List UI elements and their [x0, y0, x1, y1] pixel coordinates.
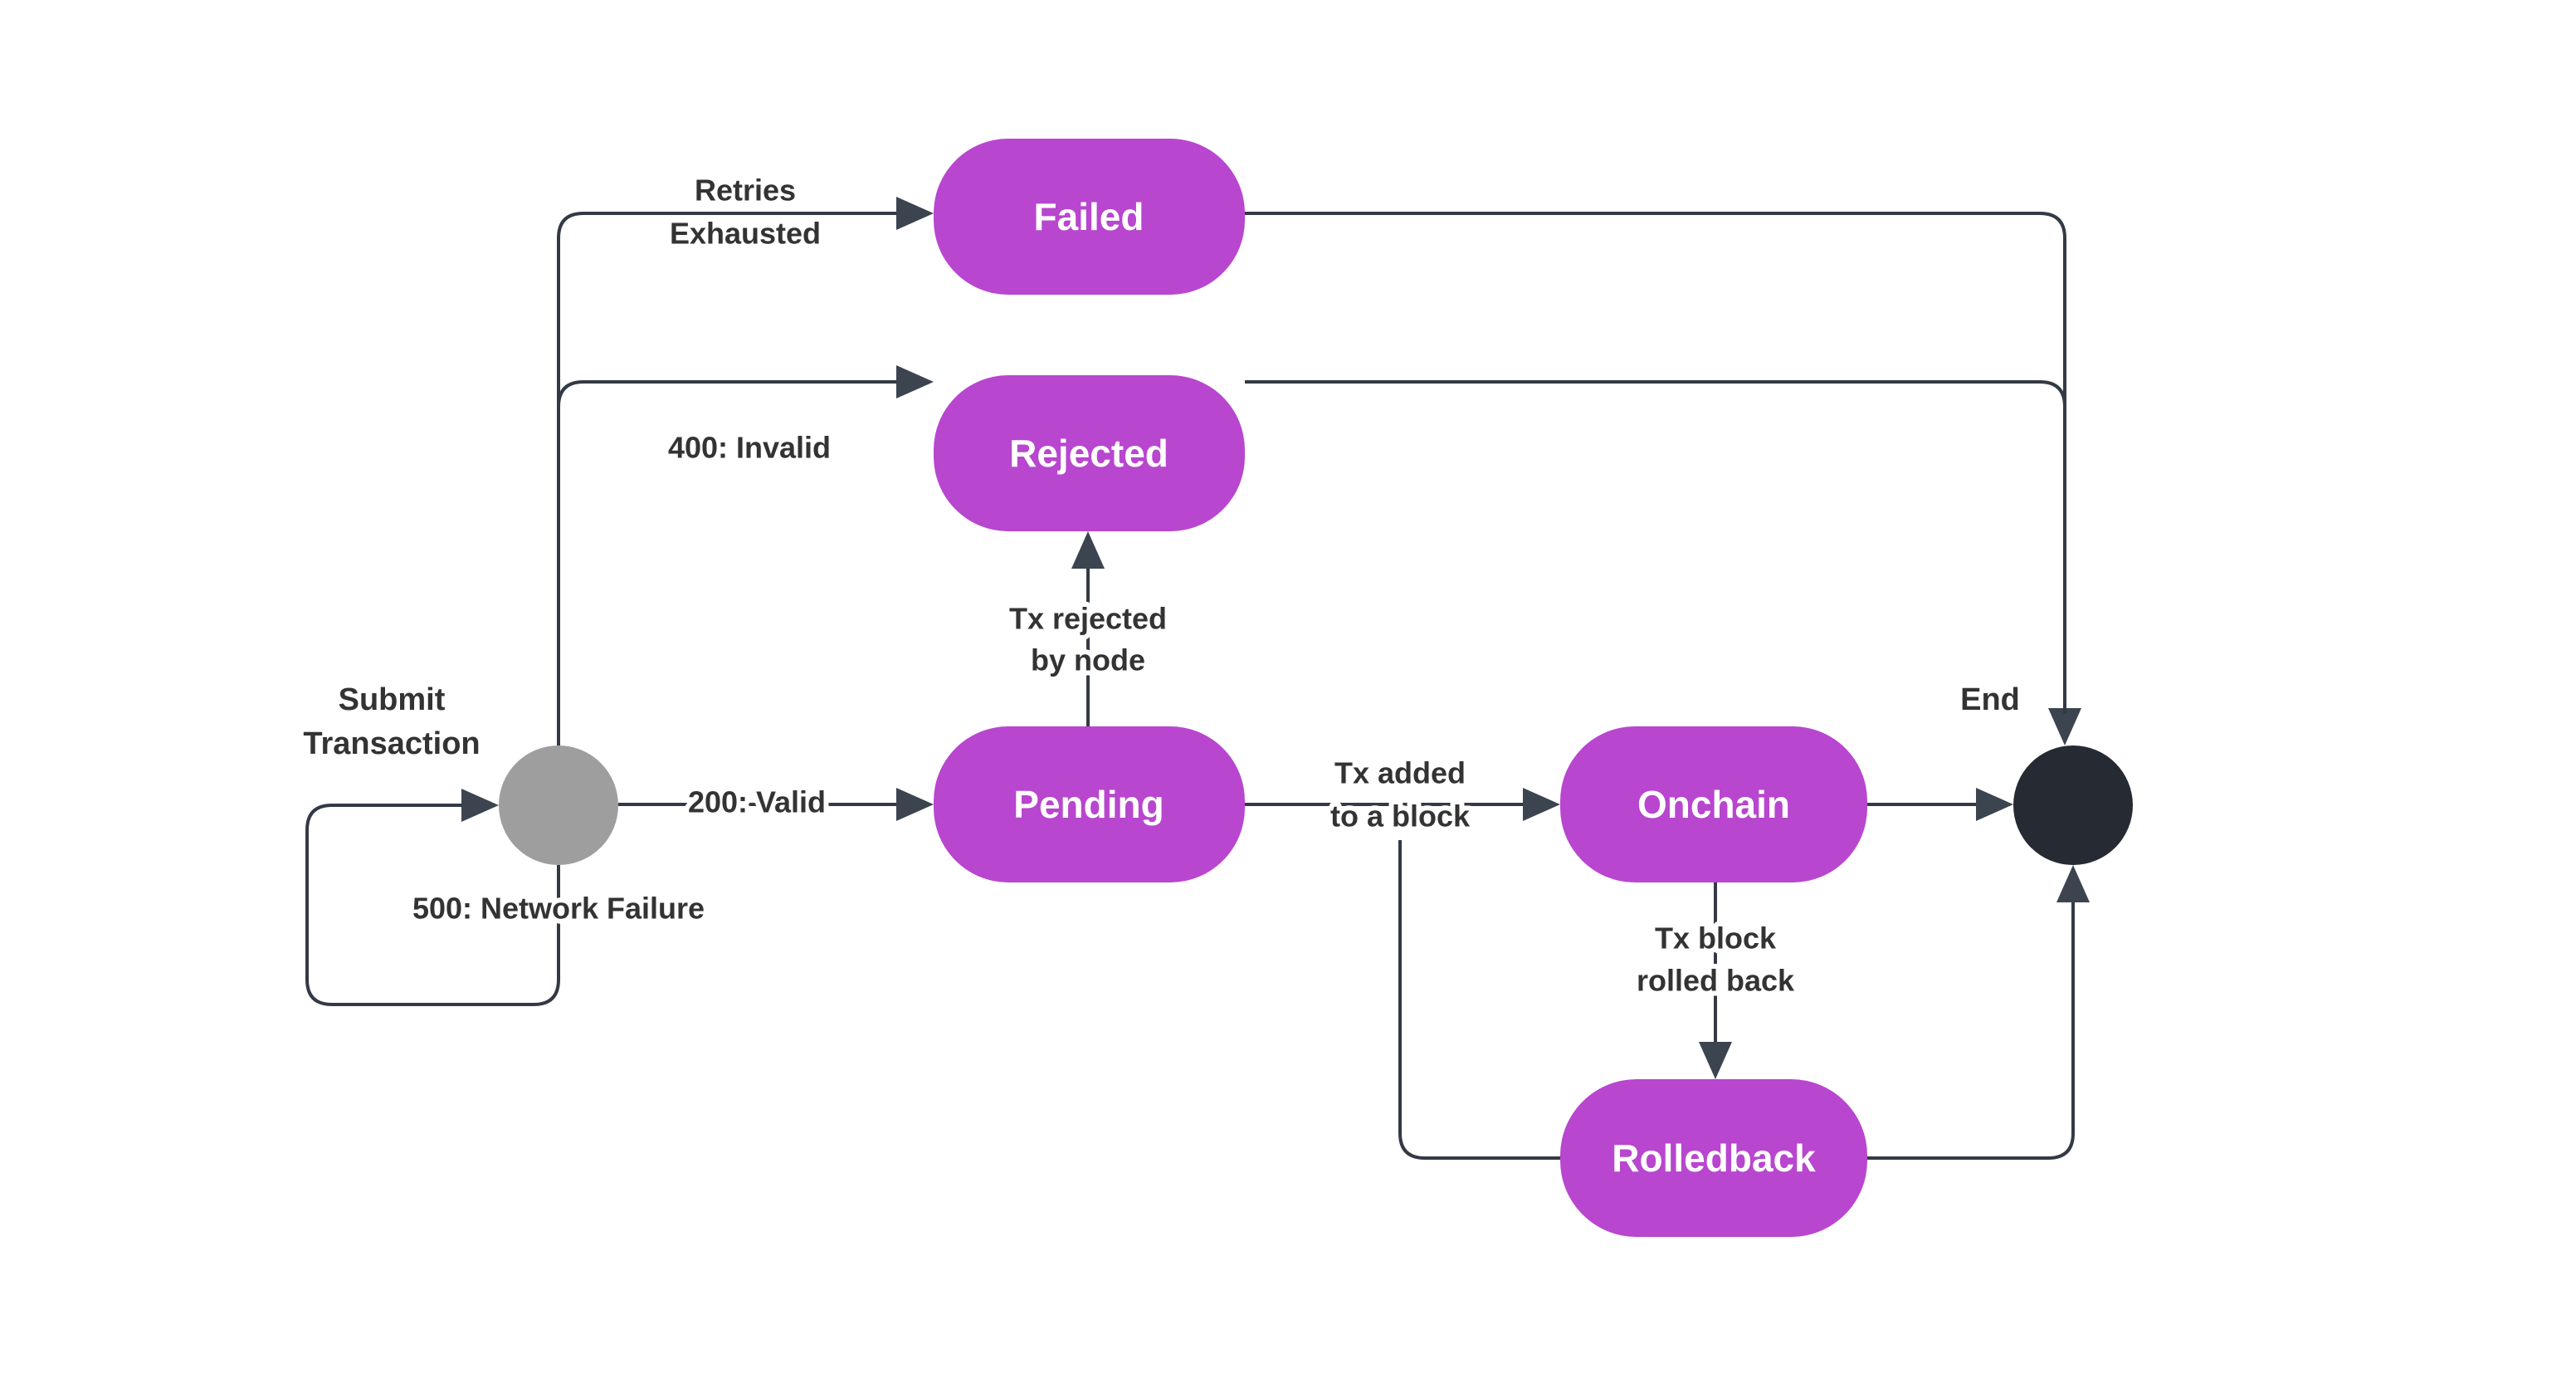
edge-start-self-loop[interactable] — [305, 789, 560, 1006]
edge-pending-to-rejected[interactable] — [1071, 531, 1105, 726]
failed-node-label: Failed — [1034, 195, 1144, 238]
node-rolledback[interactable]: Rolledback — [1560, 1079, 1867, 1237]
edges-layer — [305, 197, 2090, 1160]
edge-label-400-invalid: 400: Invalid — [668, 431, 831, 465]
start-caption-line2: Transaction — [303, 726, 480, 761]
nodes-layer: Failed Rejected Pending Onchain Rolledba… — [499, 139, 2133, 1237]
pending-node-label: Pending — [1013, 783, 1164, 826]
end-node-circle[interactable] — [2013, 745, 2133, 865]
node-pending[interactable]: Pending — [934, 726, 1245, 882]
start-node-circle[interactable] — [499, 745, 618, 865]
edge-rolledback-to-end[interactable] — [1867, 865, 2090, 1160]
edge-pending-to-rolledback[interactable] — [1398, 840, 1560, 1160]
edge-path-pending-to-rolledback — [1398, 840, 1560, 1160]
arrowhead-start-loop — [461, 789, 499, 822]
tx-added-line1: Tx added — [1334, 756, 1466, 790]
edge-label-tx-block-rolled-back: Tx block rolled back — [1632, 916, 1800, 1003]
edge-start-to-rejected[interactable] — [557, 365, 934, 745]
start-caption-line1: Submit — [339, 682, 446, 717]
edge-path-start-to-failed — [557, 212, 909, 745]
retries-exhausted-line2: Exhausted — [670, 217, 821, 251]
edge-label-retries-exhausted: Retries Exhausted — [665, 169, 826, 256]
rolledback-node-shape[interactable] — [1560, 1079, 1867, 1237]
edge-label-500-network-failure: 500: Network Failure — [412, 892, 705, 926]
end-node-caption: End — [1960, 682, 2020, 717]
node-rejected[interactable]: Rejected — [934, 375, 1245, 531]
start-node-caption: Submit Transaction — [303, 682, 480, 761]
edge-onchain-to-end[interactable] — [1867, 788, 2013, 821]
node-onchain[interactable]: Onchain — [1560, 726, 1867, 882]
edge-rejected-to-end[interactable] — [1245, 380, 2066, 714]
rejected-node-label: Rejected — [1009, 432, 1168, 475]
arrowhead-pending — [896, 788, 934, 821]
edge-pending-to-onchain[interactable] — [1245, 788, 1560, 821]
arrowhead-onchain — [1523, 788, 1560, 821]
edge-path-rejected-to-end — [1245, 380, 2066, 714]
pending-node-shape[interactable] — [934, 726, 1245, 882]
failed-node-shape[interactable] — [934, 139, 1245, 295]
node-start[interactable] — [499, 745, 618, 865]
tx-block-rolled-back-line2: rolled back — [1637, 964, 1795, 998]
edge-start-to-failed[interactable] — [557, 197, 934, 745]
tx-added-line2: to a block — [1330, 799, 1471, 833]
tx-rejected-line1: Tx rejected — [1009, 602, 1167, 636]
edge-path-rolledback-to-end — [1867, 897, 2075, 1160]
arrowhead-rolledback — [1699, 1042, 1732, 1079]
arrowhead-rejected-bottom — [1071, 531, 1105, 569]
labels-layer: Submit Transaction End Retries Exhausted… — [303, 169, 2020, 1003]
onchain-node-label: Onchain — [1637, 783, 1790, 826]
edge-path-start-to-rejected — [557, 380, 909, 745]
edge-label-tx-added: Tx added to a block — [1325, 751, 1476, 838]
tx-block-rolled-back-line1: Tx block — [1655, 921, 1777, 956]
arrowhead-end-top — [2048, 708, 2081, 745]
edge-label-tx-rejected: Tx rejected by node — [1004, 597, 1172, 682]
tx-rejected-line2: by node — [1031, 643, 1145, 677]
edge-start-to-pending[interactable] — [618, 788, 934, 821]
arrowhead-end-left — [1976, 788, 2013, 821]
retries-exhausted-line1: Retries — [695, 174, 796, 208]
edge-onchain-to-rolledback[interactable] — [1699, 882, 1732, 1079]
edge-failed-to-end[interactable] — [1245, 212, 2081, 745]
edge-label-200-valid: 200: Valid — [688, 785, 826, 819]
rolledback-node-label: Rolledback — [1612, 1136, 1816, 1180]
node-failed[interactable]: Failed — [934, 139, 1245, 295]
arrowhead-end-bottom — [2056, 865, 2090, 902]
edge-path-start-self-loop — [305, 804, 560, 1006]
arrowhead-failed — [896, 197, 934, 230]
arrowhead-rejected — [896, 365, 934, 398]
edge-path-failed-to-end — [1245, 212, 2066, 714]
onchain-node-shape[interactable] — [1560, 726, 1867, 882]
node-end[interactable] — [2013, 745, 2133, 865]
rejected-node-shape[interactable] — [934, 375, 1245, 531]
